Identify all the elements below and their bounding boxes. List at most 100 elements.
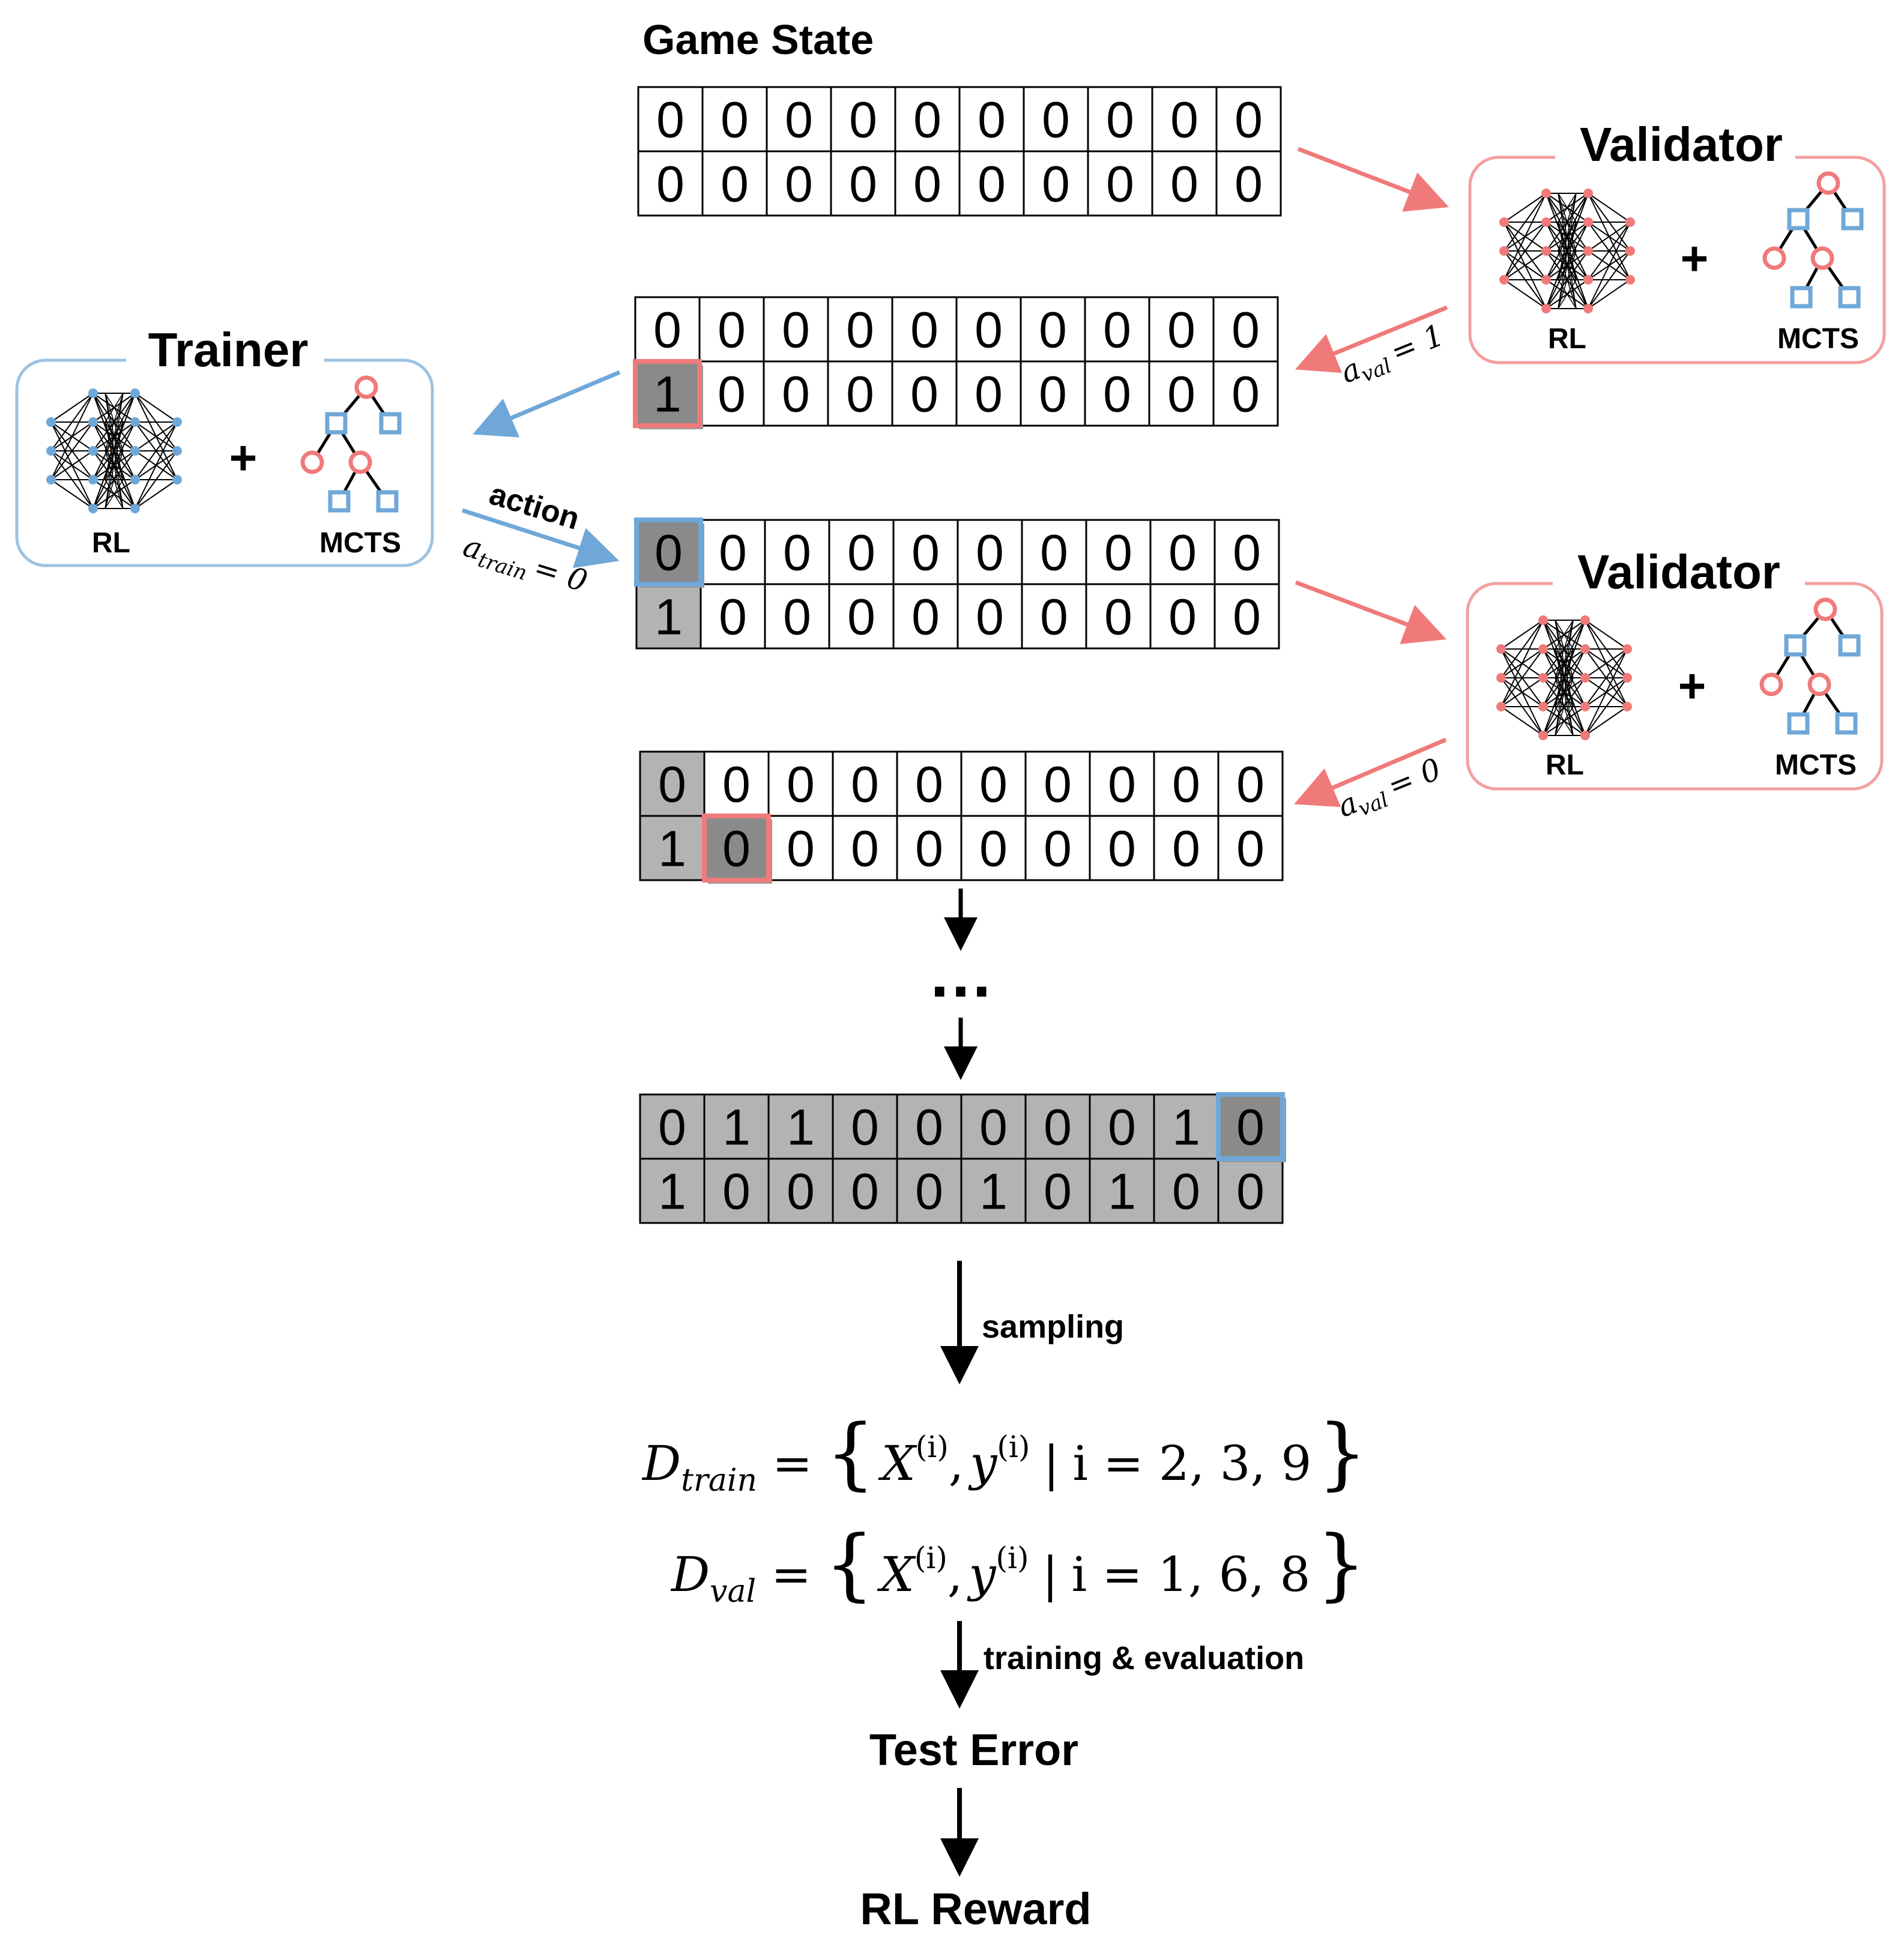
grid-cell <box>1089 750 1155 817</box>
a-train-label: atrain= 0 <box>458 528 591 603</box>
network-node <box>88 417 98 427</box>
network-edge <box>50 393 94 423</box>
network-node <box>1496 702 1506 711</box>
grid-cell-value: 0 <box>1172 756 1200 813</box>
grid-cell-value: 0 <box>1040 525 1068 581</box>
network-edge <box>1585 648 1628 736</box>
network-edge <box>50 393 94 451</box>
tree-node-square <box>1787 208 1810 231</box>
grid-cell-value: 0 <box>1044 756 1072 813</box>
grid-cell <box>960 815 1027 881</box>
grid-cell <box>830 150 896 217</box>
grid-cell <box>639 1158 706 1224</box>
network-edge <box>50 479 94 509</box>
network-edge <box>1501 620 1544 707</box>
network-node <box>1499 246 1509 256</box>
grid-cell-value: 0 <box>1042 92 1070 148</box>
grid-cell-value: 0 <box>658 1099 686 1156</box>
network-node <box>1538 702 1548 711</box>
network-node <box>88 446 98 456</box>
grid-cell-value: 0 <box>718 302 746 358</box>
grid-cell-value: 0 <box>1235 92 1263 148</box>
grid-cell-value: 0 <box>1233 589 1261 645</box>
tree-node-square <box>379 412 402 435</box>
network-edge <box>1588 222 1631 252</box>
network-edge <box>1585 706 1628 736</box>
grid-cell <box>960 1158 1027 1224</box>
network-node <box>1538 644 1548 654</box>
tree-node-circle <box>1813 597 1837 621</box>
network-node <box>1496 673 1506 683</box>
grid-cell-value: 0 <box>846 302 874 358</box>
grid-cell-value: 0 <box>785 92 813 148</box>
grid-cell-value: 0 <box>978 92 1006 148</box>
grid-cell-value: 0 <box>976 589 1004 645</box>
network-edge <box>1588 279 1631 309</box>
grid-cell-value: 0 <box>1042 156 1070 213</box>
grid-cell-value: 0 <box>1044 1164 1072 1220</box>
game-state-title: Game State <box>642 16 874 63</box>
trainer-mcts-tree-icon <box>300 375 402 513</box>
grid-cell-value: 0 <box>915 1164 943 1220</box>
grid-cell-value: 1 <box>787 1099 815 1156</box>
grid-cell <box>1217 750 1284 817</box>
grid-cell <box>639 750 706 817</box>
grid-cell-value: 0 <box>722 1164 751 1220</box>
network-node <box>1580 673 1590 683</box>
grid-cell <box>896 750 963 817</box>
grid-cell <box>767 815 834 881</box>
validator-box-1: Validator + RL MCTS <box>1468 118 1886 364</box>
grid-cell-value: 0 <box>785 156 813 213</box>
network-edge <box>104 479 124 509</box>
network-edge <box>1555 677 1574 736</box>
network-node <box>1583 304 1593 313</box>
grid-cell <box>1153 815 1219 881</box>
grid-cell <box>1212 360 1279 427</box>
grid-cell <box>957 519 1023 585</box>
grid-cell <box>1084 360 1150 427</box>
grid-cell <box>1023 150 1089 217</box>
network-node <box>1580 702 1590 711</box>
grid-cell <box>701 86 768 152</box>
grid-cell <box>1215 86 1282 152</box>
network-node <box>130 475 140 484</box>
network-edge <box>134 450 178 509</box>
network-node <box>1625 217 1635 227</box>
grid-cell <box>634 296 701 363</box>
grid-cell-value: 0 <box>846 366 874 423</box>
grid-cell-value: 0 <box>1044 1099 1072 1156</box>
validator-1-title: Validator <box>1580 118 1783 171</box>
tree-node-square <box>1838 634 1861 657</box>
grid-cell <box>639 815 706 881</box>
grid-cell <box>1084 296 1150 363</box>
tree-node-circle <box>354 375 378 399</box>
network-edge <box>1501 706 1544 736</box>
trainer-plus: + <box>229 431 258 484</box>
network-node <box>88 388 98 398</box>
ellipsis: … <box>928 937 994 1011</box>
grid-cell-value: 0 <box>910 302 938 358</box>
grid-cell-value: 0 <box>718 366 746 423</box>
network-node <box>1541 304 1551 313</box>
grid-cell <box>767 750 834 817</box>
network-edge <box>1585 620 1628 650</box>
grid-cell <box>1148 360 1215 427</box>
grid-cell <box>891 360 958 427</box>
arrow-state1-to-trainer <box>473 370 621 438</box>
d-train-equation: Dtrain={X(i),y(i)|i = 2, 3, 9} <box>641 1407 1367 1499</box>
tree-node-circle <box>1762 246 1786 270</box>
grid-cell-value: 0 <box>913 92 941 148</box>
grid-cell <box>892 583 959 650</box>
grid-cell-value: 0 <box>1236 1099 1265 1156</box>
rl-reward-label: RL Reward <box>860 1884 1091 1934</box>
network-node <box>1496 644 1506 654</box>
grid-cell <box>828 583 895 650</box>
network-edge <box>1555 620 1574 678</box>
grid-cell-value: 1 <box>722 1099 751 1156</box>
tree-node-circle <box>1816 171 1840 195</box>
grid-cell <box>1151 150 1218 217</box>
grid-cell <box>703 1093 770 1160</box>
